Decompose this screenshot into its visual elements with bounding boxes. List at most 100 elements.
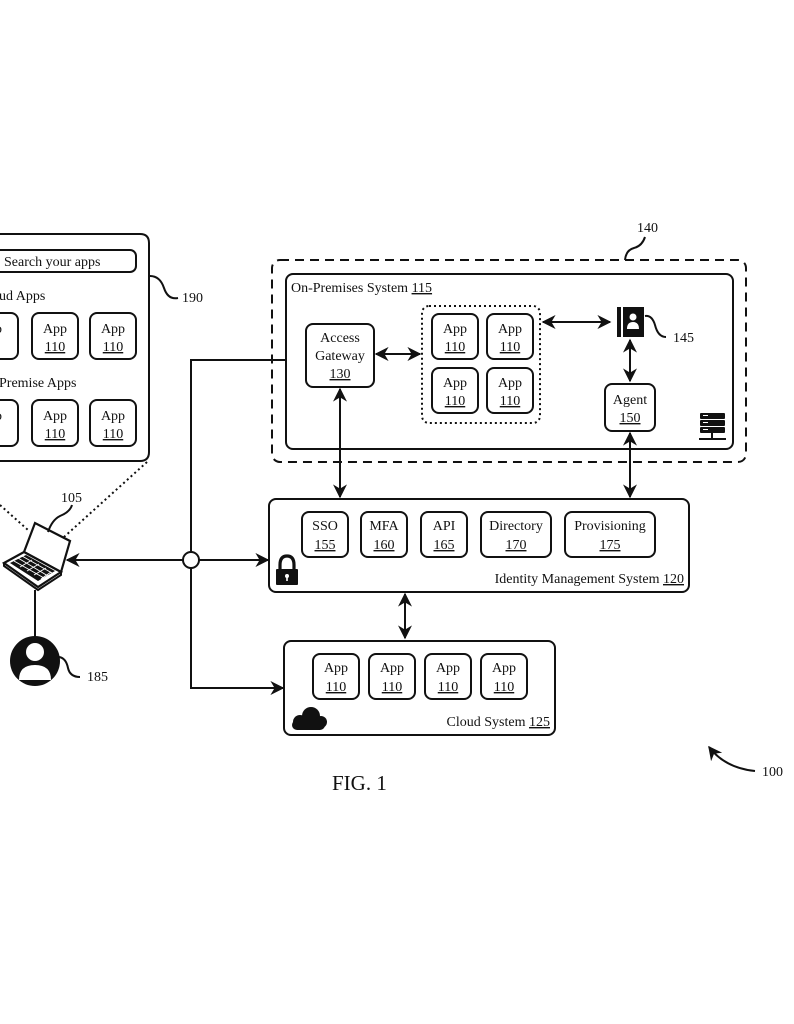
onprem-app-tile[interactable]: App 110: [486, 367, 534, 414]
app-ref: 110: [445, 394, 465, 409]
app-label: App: [436, 661, 460, 676]
service-label: Directory: [489, 519, 543, 534]
user-ref-label: 185: [87, 670, 108, 685]
app-ref: 110: [326, 680, 346, 695]
laptop-ref-label: 105: [61, 491, 82, 506]
app-label: App: [101, 409, 125, 424]
cloud-system: App 110 App 110 App 110 App 110 Cloud Sy…: [283, 640, 556, 736]
perimeter-boundary: [271, 259, 747, 463]
ims-title: Identity Management System 120: [495, 572, 684, 587]
laptop-icon[interactable]: [1, 521, 72, 592]
system-ref-label: 100: [762, 765, 783, 780]
app-portal-panel: Search your apps ud Apps Premise Apps pp…: [0, 233, 150, 462]
service-label: MFA: [369, 519, 399, 534]
app-ref: 110: [45, 340, 65, 355]
system-ref-arrow: [708, 745, 756, 772]
app-ref: 110: [500, 394, 520, 409]
portal-ref-label: 190: [182, 291, 203, 306]
cloud-app-tile[interactable]: App 110: [480, 653, 528, 700]
onprem-apps-section-label: Premise Apps: [0, 376, 76, 391]
portal-cloud-app-tile[interactable]: App 110: [31, 312, 79, 360]
perimeter-ref-label: 140: [637, 221, 658, 236]
on-premises-title: On-Premises System 115: [291, 281, 432, 296]
app-label: App: [43, 322, 67, 337]
app-label: App: [101, 322, 125, 337]
gateway-label-2: Gateway: [315, 349, 365, 364]
network-junction-node: [182, 551, 200, 569]
portal-cloud-app-tile[interactable]: pp 0: [0, 312, 19, 360]
app-label: App: [380, 661, 404, 676]
onprem-app-tile[interactable]: App 110: [431, 367, 479, 414]
service-ref: 155: [315, 538, 336, 553]
portal-cloud-app-tile[interactable]: App 110: [89, 312, 137, 360]
app-ref: 110: [103, 340, 123, 355]
ims-service-mfa[interactable]: MFA 160: [360, 511, 408, 558]
laptop-leader-line: [47, 504, 73, 533]
service-ref: 170: [506, 538, 527, 553]
app-label: App: [43, 409, 67, 424]
app-label: App: [443, 376, 467, 391]
app-label: App: [324, 661, 348, 676]
portal-onprem-app-tile[interactable]: App 110: [89, 399, 137, 447]
app-ref: 110: [445, 340, 465, 355]
directory-leader-line: [644, 314, 667, 338]
cloud-apps-section-label: ud Apps: [0, 289, 45, 304]
cloud-app-tile[interactable]: App 110: [424, 653, 472, 700]
directory-book-icon: [617, 307, 644, 337]
app-label: pp: [0, 322, 2, 337]
app-label: pp: [0, 409, 2, 424]
cloud-icon: [292, 707, 327, 730]
app-ref: 110: [103, 427, 123, 442]
portal-onprem-app-tile[interactable]: pp 0: [0, 399, 19, 447]
cloud-system-title: Cloud System 125: [447, 715, 550, 730]
app-label: App: [492, 661, 516, 676]
app-ref: 110: [45, 427, 65, 442]
app-ref: 110: [500, 340, 520, 355]
service-ref: 160: [374, 538, 395, 553]
service-label: API: [433, 519, 456, 534]
ims-service-sso[interactable]: SSO 155: [301, 511, 349, 558]
app-ref: 110: [494, 680, 514, 695]
agent-label: Agent: [613, 393, 647, 408]
ims-service-provisioning[interactable]: Provisioning 175: [564, 511, 656, 558]
identity-management-system: SSO 155 MFA 160 API 165 Directory 170 Pr…: [268, 498, 690, 593]
projection-line-left: [0, 504, 29, 531]
projection-line-right: [63, 461, 148, 538]
agent-box[interactable]: Agent 150: [604, 383, 656, 432]
network-gateway-link: [190, 353, 307, 552]
app-ref: 110: [438, 680, 458, 695]
service-ref: 175: [600, 538, 621, 553]
perimeter-leader-line: [624, 236, 646, 261]
service-ref: 165: [434, 538, 455, 553]
onprem-app-tile[interactable]: App 110: [486, 313, 534, 360]
onprem-app-cluster: [421, 305, 541, 424]
onprem-app-tile[interactable]: App 110: [431, 313, 479, 360]
network-cloud-link: [190, 568, 285, 695]
ims-service-directory[interactable]: Directory 170: [480, 511, 552, 558]
user-avatar-icon: [10, 636, 60, 686]
app-search-input[interactable]: [0, 249, 137, 273]
service-label: Provisioning: [574, 519, 646, 534]
gateway-label-1: Access: [320, 331, 360, 346]
cloud-app-tile[interactable]: App 110: [368, 653, 416, 700]
portal-onprem-app-tile[interactable]: App 110: [31, 399, 79, 447]
service-label: SSO: [312, 519, 338, 534]
lock-icon: [276, 554, 298, 585]
server-rack-icon: [699, 413, 726, 440]
app-label: App: [498, 376, 522, 391]
app-ref: 110: [382, 680, 402, 695]
access-gateway-box[interactable]: Access Gateway 130: [305, 323, 375, 388]
agent-ref: 150: [620, 411, 641, 426]
app-label: App: [498, 322, 522, 337]
user-leader-line: [58, 656, 81, 678]
directory-ref-label: 145: [673, 331, 694, 346]
cloud-app-tile[interactable]: App 110: [312, 653, 360, 700]
portal-leader-line: [149, 275, 179, 300]
app-search-placeholder: Search your apps: [4, 255, 100, 270]
on-premises-system: On-Premises System 115 Access Gateway 13…: [285, 273, 734, 450]
gateway-ref: 130: [330, 367, 351, 382]
app-label: App: [443, 322, 467, 337]
ims-service-api[interactable]: API 165: [420, 511, 468, 558]
figure-caption: FIG. 1: [332, 771, 387, 795]
